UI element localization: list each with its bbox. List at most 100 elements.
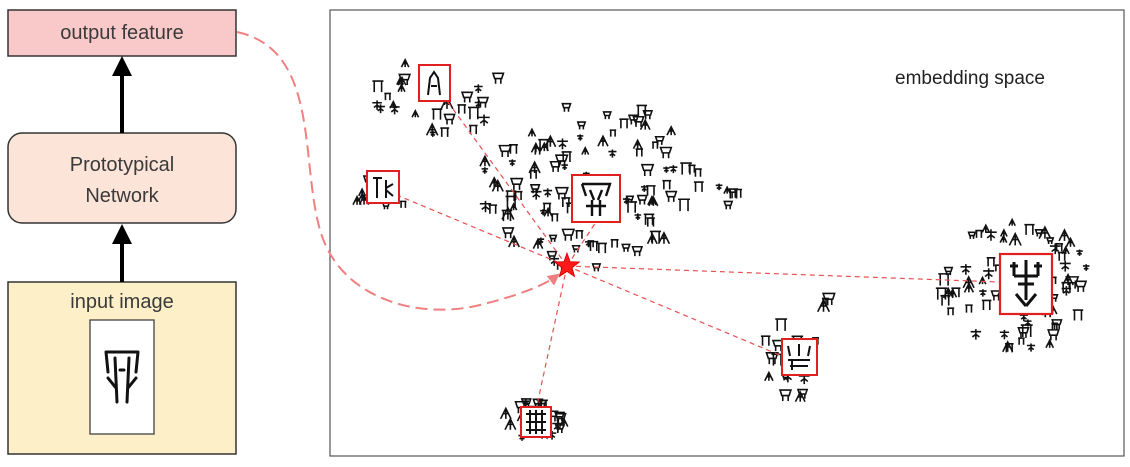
scatter-glyph [554,154,569,167]
scatter-glyph [999,228,1008,237]
scatter-glyph [642,109,654,120]
scatter-glyph [491,72,505,84]
scatter-glyph [636,194,648,205]
scatter-glyph [411,108,420,118]
link-bottom [535,265,568,411]
scatter-glyph [985,229,997,241]
prototype-lower-right [781,338,818,376]
scatter-glyph [967,231,977,239]
query-star-icon [553,251,581,278]
prototype-bottom [520,406,552,438]
scatter-glyph [575,230,584,239]
scatter-glyph [693,181,704,192]
scatter-glyph [538,138,550,151]
scatter-glyph [1004,342,1014,353]
scatter-glyph [1072,309,1084,321]
scatter-glyph [634,213,642,220]
scatter-glyph [1051,322,1058,330]
scatter-glyph [610,238,619,248]
scatter-glyph [501,227,515,239]
scatter-glyph [663,166,670,173]
scatter-glyph [389,104,400,115]
scatter-glyph [694,168,702,177]
scatter-glyph [960,264,972,275]
prototype-links [398,97,1001,411]
scatter-glyph [474,84,483,93]
scatter-glyph [965,304,973,313]
scatter-glyph [664,190,678,202]
scatter-glyph [481,167,489,174]
embedding-space-title: embedding space [895,68,1045,89]
scatter-glyph [1057,251,1067,261]
scatter-glyph [999,329,1010,340]
scatter-glyph [460,91,474,103]
scatter-glyph [597,242,607,254]
scatter-glyph [548,234,558,242]
scatter-glyph [822,292,836,305]
scatter-glyph [635,148,644,157]
scatter-glyph [479,154,491,167]
scatter-glyph [983,268,995,280]
scatter-glyph [669,165,678,174]
scatter-glyph [723,200,734,210]
scatter-glyph [581,145,590,155]
scatter-glyph [646,232,658,245]
link-left [398,195,568,267]
input-glyph [104,350,140,404]
scatter-glyph [1065,276,1080,289]
scatter-glyph [1020,324,1033,338]
scatter-glyph [657,231,671,245]
scatter-glyph [597,134,609,147]
scatter-glyph [543,206,553,217]
scatter-glyph [540,209,547,216]
scatter-glyph [715,183,723,191]
scatter-glyph [602,111,612,120]
scatter-glyph [577,134,584,141]
scatter-glyph [986,257,996,267]
scatter-glyph [509,202,518,211]
scatter-glyph [528,160,541,174]
scatter-glyph [640,185,648,192]
prototype-center [571,174,621,223]
scatter-glyph [1017,327,1030,338]
scatter-glyph [947,307,955,316]
scatter-glyph [979,289,987,297]
output-feature-label: output feature [60,22,184,44]
scatter-glyph [639,118,651,131]
scatter-glyph [499,406,512,420]
scatter-glyph [372,80,384,93]
scatter-glyph [626,201,638,213]
scatter-glyph [358,187,367,197]
scatter-glyph [760,335,771,346]
scatter-glyph [940,294,951,306]
input-image-thumbnail [89,319,155,435]
scatter-glyph [532,237,544,249]
scatter-glyph [557,138,568,150]
scatter-glyph [400,200,407,208]
scatter-glyph [678,198,691,212]
scatter-glyph [662,179,672,190]
network-label-line2: Network [85,185,159,207]
scatter-glyph [561,102,572,112]
feature-mapping-curve [236,31,560,311]
scatter-glyph [723,185,732,195]
link-right [566,265,1001,283]
scatter-glyph [561,228,576,241]
scatter-glyph [1024,223,1035,235]
scatter-glyph [384,92,392,101]
scatter-glyph [608,149,617,158]
scatter-glyph [587,240,595,248]
scatter-glyph [654,135,665,145]
scatter-glyph [474,100,483,109]
scatter-glyph [530,141,541,153]
scatter-glyph [1059,260,1071,272]
scatter-glyph [1076,249,1083,256]
scatter-glyph [1074,280,1088,292]
scatter-glyph [400,57,410,68]
scatter-glyph [530,188,542,200]
scatter-glyph [981,299,992,310]
scatter-glyph [488,204,498,214]
scatter-glyph [619,118,629,129]
prototypical-network-box [7,132,237,224]
